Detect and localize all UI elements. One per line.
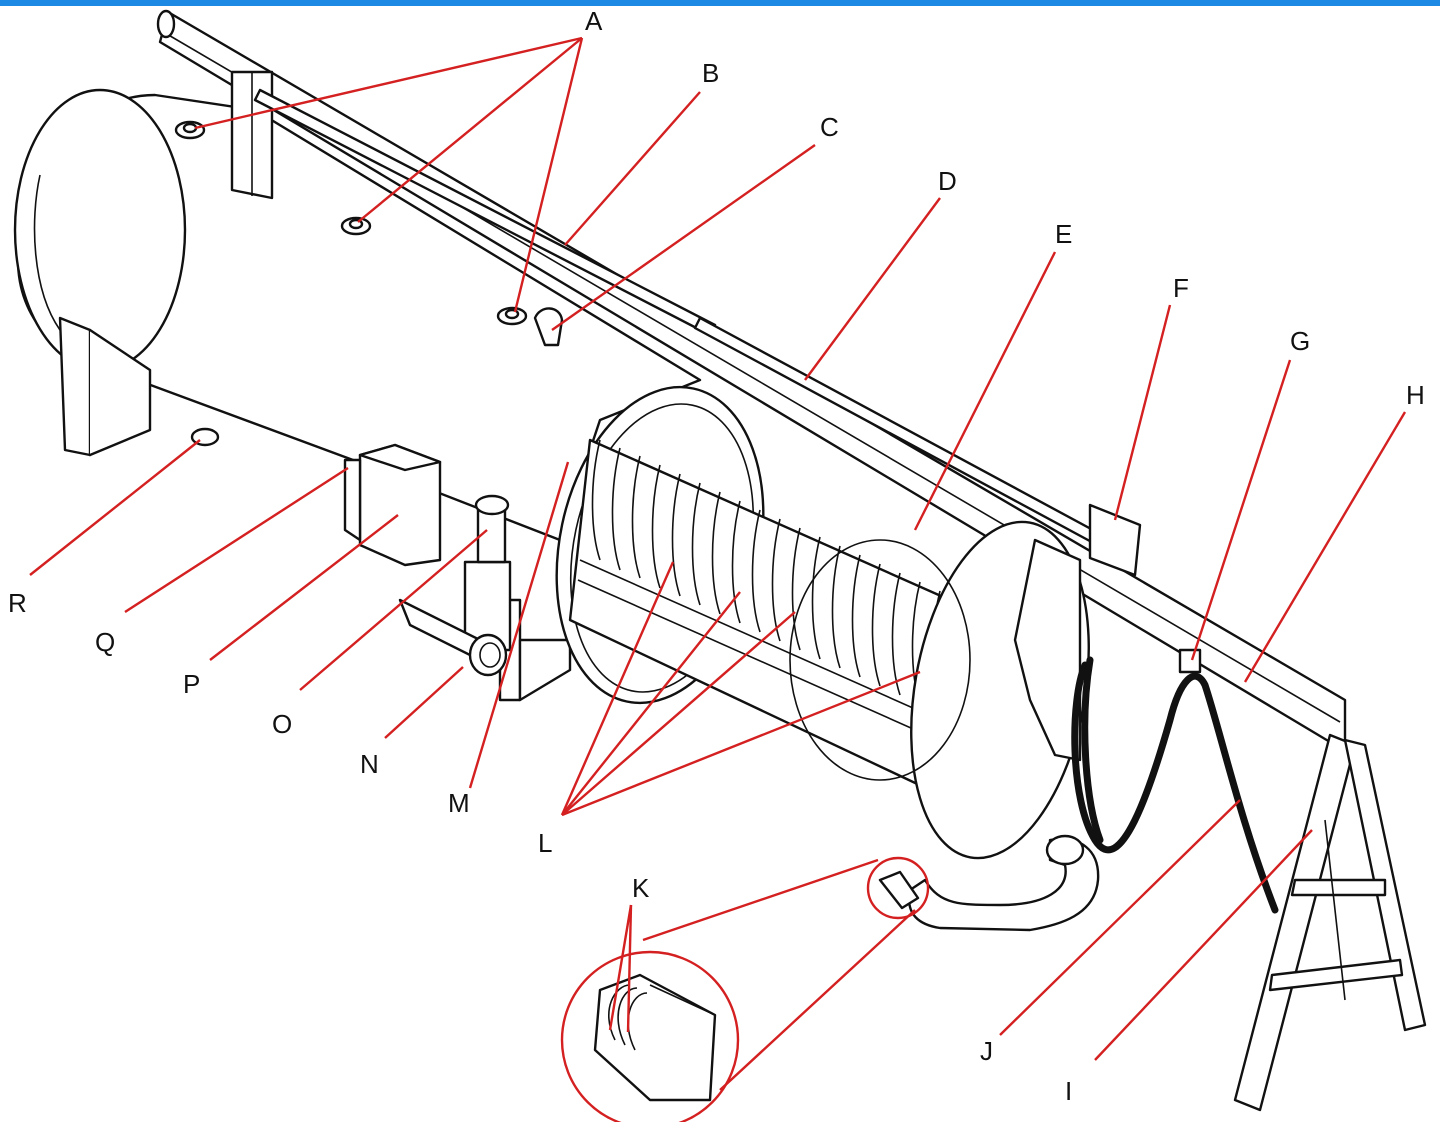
leader-b [564,91,701,246]
leader-d [804,197,941,381]
leader-k-4 [626,904,633,1033]
label-g: G [1290,326,1310,356]
internal-rack [568,438,961,792]
leader-i [1094,829,1313,1061]
leader-j [999,799,1241,1036]
label-h: H [1406,380,1425,410]
top-nozzles [174,120,564,447]
door-hanger-bracket [1013,503,1142,762]
label-p: P [183,669,200,699]
leader-lines [29,36,1407,1091]
label-f: F [1173,273,1189,303]
leader-a-2 [357,37,583,223]
a-frame-stand [1233,733,1427,1112]
label-m: M [448,788,470,818]
leader-l-4 [561,670,921,817]
leader-e [913,251,1057,531]
leader-l-2 [561,591,741,816]
leader-k-3 [608,904,633,1031]
leader-r [29,439,201,576]
leader-l-1 [560,561,675,816]
part-labels: A B C D E F G H I J K L M N O P Q R [8,6,1425,1106]
leader-c [551,144,816,331]
leader-h [1243,411,1407,683]
leader-l-3 [561,611,796,816]
label-j: J [980,1036,993,1066]
leader-k-1 [642,858,879,942]
label-b: B [702,58,719,88]
leader-p [209,514,399,661]
label-c: C [820,112,839,142]
equipment-drawing [13,9,1427,1122]
label-d: D [938,166,957,196]
label-k: K [632,873,650,903]
hose-clamp [1178,648,1202,674]
leader-q [124,466,349,614]
leader-n [384,666,464,739]
control-box [343,443,442,567]
leader-f [1113,304,1172,521]
leader-a-1 [194,36,583,130]
leader-m [468,461,570,789]
leader-a-3 [513,37,584,313]
label-n: N [360,749,379,779]
leader-k-2 [719,909,916,1091]
label-l: L [538,828,552,858]
label-e: E [1055,219,1072,249]
label-r: R [8,588,27,618]
label-q: Q [95,627,115,657]
hydraulic-unit [398,494,512,677]
leader-g [1190,359,1292,661]
hydraulic-hoses [1071,656,1279,914]
label-o: O [272,709,292,739]
label-i: I [1065,1076,1072,1106]
detail-inset [560,856,930,1122]
top-accent-bar [0,0,1440,6]
label-a: A [585,6,603,36]
leader-o [299,529,488,691]
